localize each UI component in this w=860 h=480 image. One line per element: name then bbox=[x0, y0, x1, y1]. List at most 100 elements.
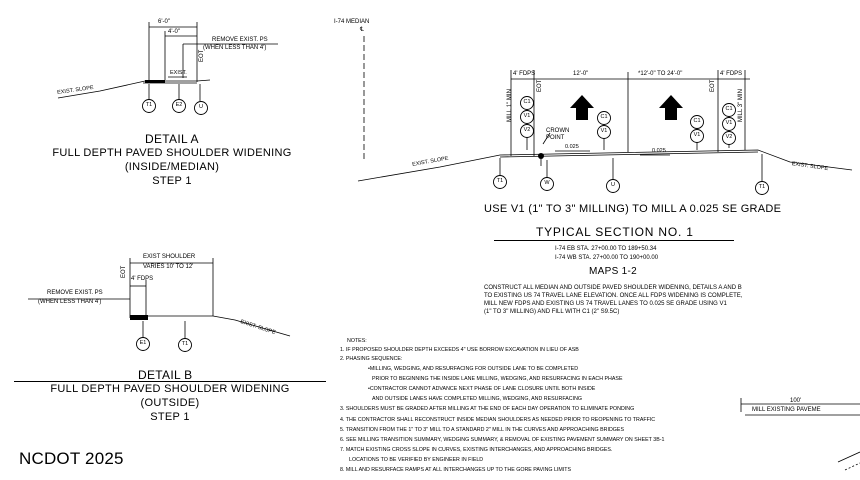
stack-mid-c1 bbox=[597, 111, 611, 125]
detail-b-rule bbox=[14, 381, 326, 382]
station-eb: I-74 EB STA. 27+00.00 TO 189+50.34 bbox=[555, 246, 657, 252]
grade-right: 0.025 bbox=[652, 148, 666, 154]
stack-left-c1 bbox=[520, 96, 534, 110]
detail-a-remove-sub: (WHEN LESS THAN 4') bbox=[203, 45, 267, 51]
detail-b-remove-sub: (WHEN LESS THAN 4') bbox=[38, 299, 102, 305]
detail-a-callout-e2 bbox=[172, 99, 186, 113]
construct-line-4: (1" TO 3" MILLING) AND FILL WITH C1 (2" … bbox=[484, 309, 620, 315]
stack-right-a-v1 bbox=[690, 129, 704, 143]
detail-b-fdps: 4' FDPS bbox=[131, 276, 154, 282]
note-5: 5. TRANSITION FROM THE 1" TO 3" MILL TO … bbox=[340, 427, 624, 433]
lane-left-dim: 12'-0" bbox=[573, 71, 589, 77]
fdps-right-dim: 4' FDPS bbox=[720, 71, 743, 77]
stack-left-v1-label: V1 bbox=[523, 113, 531, 119]
stack-left-c1-label: C1 bbox=[523, 99, 531, 105]
fdps-left-dim: 4' FDPS bbox=[513, 71, 536, 77]
callout-w-label: W bbox=[544, 180, 550, 186]
partial-detail-drawing bbox=[740, 398, 860, 471]
use-note: USE V1 (1" TO 3" MILLING) TO MILL A 0.02… bbox=[484, 203, 782, 215]
note-2-bullet-1-cont: PRIOR TO BEGINNING THE INSIDE LANE MILLI… bbox=[372, 376, 623, 382]
construct-line-1: CONSTRUCT ALL MEDIAN AND OUTSIDE PAVED S… bbox=[484, 285, 742, 291]
stack-mid-v1-label: V1 bbox=[600, 128, 608, 134]
callout-w bbox=[540, 177, 554, 191]
stack-right-b-v1 bbox=[722, 117, 736, 131]
median-label: I-74 MEDIAN bbox=[334, 19, 370, 25]
stack-right-a-c1-label: C1 bbox=[693, 118, 701, 124]
construct-line-2: TO EXISTING US 74 TRAVEL LANE ELEVATION.… bbox=[484, 293, 743, 299]
detail-b-callout-e1-label: E1 bbox=[139, 340, 147, 346]
callout-t1-right-label: T1 bbox=[758, 184, 766, 190]
detail-a-title: DETAIL A bbox=[145, 132, 199, 146]
note-7: 7. MATCH EXISTING CROSS SLOPE IN CURVES,… bbox=[340, 447, 613, 453]
callout-u bbox=[606, 179, 620, 193]
detail-b-exist-shoulder: EXIST SHOULDER bbox=[143, 254, 196, 260]
crown-label: CROWN bbox=[546, 128, 570, 134]
detail-b-caption-3: STEP 1 bbox=[150, 411, 190, 423]
note-2-bullet-2-cont: AND OUTSIDE LANES HAVE COMPLETED MILLING… bbox=[372, 396, 583, 402]
stack-right-b-v2 bbox=[722, 131, 736, 145]
section-title-rule bbox=[494, 240, 734, 241]
note-6: 6. SEE MILLING TRANSITION SUMMARY, WEDGI… bbox=[340, 437, 665, 443]
partial-dim: 100' bbox=[790, 398, 802, 404]
detail-a-caption-1: FULL DEPTH PAVED SHOULDER WIDENING bbox=[52, 147, 292, 159]
stack-right-b-c1-label: C1 bbox=[725, 106, 733, 112]
note-2-bullet-1: •MILLING, WEDGING, AND RESURFACING FOR O… bbox=[368, 366, 579, 372]
note-3: 3. SHOULDERS MUST BE GRADED AFTER MILLIN… bbox=[340, 406, 635, 412]
callout-t1-left-label: T1 bbox=[496, 178, 504, 184]
detail-a-exist: EXIST. bbox=[170, 70, 187, 76]
stack-right-b-v2-label: V2 bbox=[725, 134, 733, 140]
crown-point-label: POINT bbox=[546, 135, 565, 141]
detail-b-callout-t1-label: T1 bbox=[181, 341, 189, 347]
stack-mid-v1 bbox=[597, 125, 611, 139]
note-4: 4. THE CONTRACTOR SHALL RECONSTRUCT INSI… bbox=[340, 417, 656, 423]
stack-right-b-v1-label: V1 bbox=[725, 120, 733, 126]
callout-u-label: U bbox=[611, 182, 615, 188]
construct-line-3: MILL NEW FDPS AND EXISTING US 74 TRAVEL … bbox=[484, 301, 727, 307]
eot-left: EOT bbox=[537, 79, 543, 92]
stack-left-v2 bbox=[520, 124, 534, 138]
detail-a-remove-label: REMOVE EXIST. PS bbox=[212, 37, 268, 43]
mill-right-label: MILL 3" MIN bbox=[738, 89, 744, 122]
stack-mid-c1-label: C1 bbox=[600, 114, 608, 120]
detail-a-callout-t1 bbox=[142, 99, 156, 113]
note-2-bullet-2: •CONTRACTOR CANNOT ADVANCE NEXT PHASE OF… bbox=[368, 386, 596, 392]
stack-right-b-c1 bbox=[722, 103, 736, 117]
callout-t1-left bbox=[493, 175, 507, 189]
detail-b-drawing bbox=[28, 258, 291, 352]
detail-b-caption-2: (OUTSIDE) bbox=[140, 397, 200, 409]
note-7-cont: LOCATIONS TO BE VERIFIED BY ENGINEER IN … bbox=[349, 457, 484, 463]
detail-a-callout-e2-label: E2 bbox=[175, 102, 183, 108]
detail-a-drawing bbox=[57, 22, 278, 115]
stack-left-v1 bbox=[520, 110, 534, 124]
detail-a-eot: EOT bbox=[199, 49, 205, 62]
detail-b-callout-e1 bbox=[136, 337, 150, 351]
note-2: 2. PHASING SEQUENCE: bbox=[340, 356, 403, 362]
brand-text: NCDOT 2025 bbox=[19, 449, 124, 468]
detail-b-caption-1: FULL DEPTH PAVED SHOULDER WIDENING bbox=[50, 383, 290, 395]
stack-right-a-c1 bbox=[690, 115, 704, 129]
detail-a-dim-6ft: 6'-0" bbox=[158, 19, 170, 25]
callout-t1-right bbox=[755, 181, 769, 195]
centerline-symbol: ℄ bbox=[360, 27, 364, 33]
detail-a-callout-t1-label: T1 bbox=[145, 102, 153, 108]
stack-right-a-v1-label: V1 bbox=[693, 132, 701, 138]
detail-a-caption-3: STEP 1 bbox=[152, 175, 192, 187]
detail-b-title: DETAIL B bbox=[138, 368, 193, 382]
detail-a-caption-2: (INSIDE/MEDIAN) bbox=[124, 161, 220, 173]
notes-heading: NOTES: bbox=[347, 338, 367, 344]
grade-left: 0.025 bbox=[565, 144, 579, 150]
stack-left-v2-label: V2 bbox=[523, 127, 531, 133]
detail-b-callout-t1 bbox=[178, 338, 192, 352]
partial-label: MILL EXISTING PAVEME bbox=[752, 407, 821, 413]
note-1: 1. IF PROPOSED SHOULDER DEPTH EXCEEDS 4"… bbox=[340, 347, 579, 353]
traffic-arrow-left bbox=[570, 95, 594, 120]
detail-b-eot: EOT bbox=[121, 265, 127, 278]
eot-right: EOT bbox=[710, 79, 716, 92]
typical-section-drawing bbox=[357, 36, 853, 195]
note-8: 8. MILL AND RESURFACE RAMPS AT ALL INTER… bbox=[340, 467, 572, 473]
traffic-arrow-right bbox=[659, 95, 683, 120]
lane-right-dim: *12'-0" TO 24'-0" bbox=[638, 71, 683, 77]
detail-a-callout-u bbox=[194, 101, 208, 115]
detail-a-callout-u-label: U bbox=[199, 104, 203, 110]
